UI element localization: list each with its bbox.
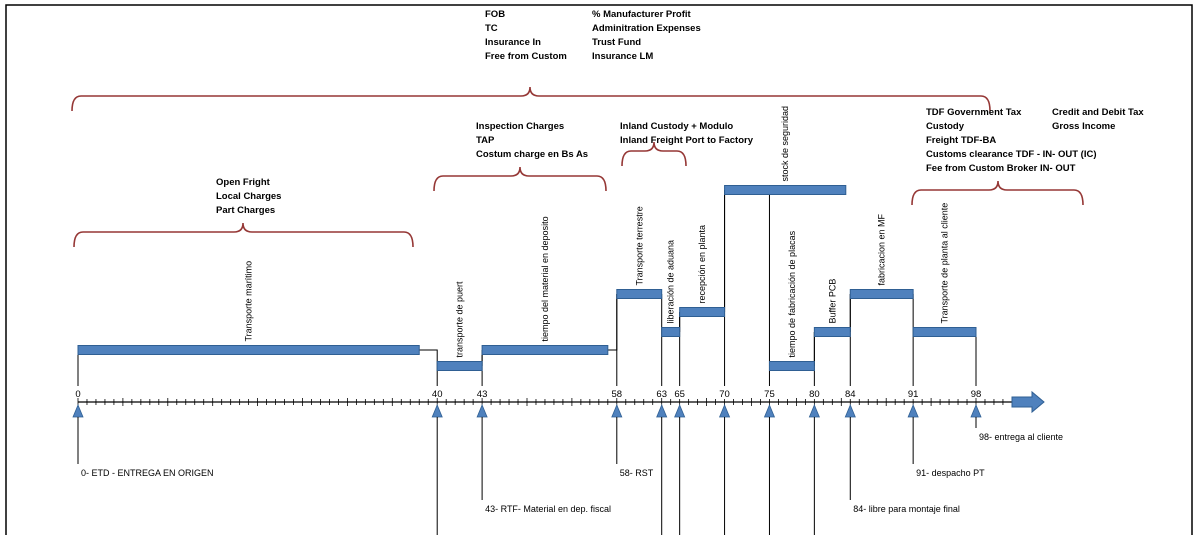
milestone-triangle-icon	[808, 403, 820, 418]
axis-tick-label: 0	[75, 389, 80, 400]
task-label: recepción en planta	[697, 225, 707, 304]
cost-item: TC	[485, 23, 498, 34]
task-label: transporte de puert	[455, 281, 465, 358]
cost-item: Gross Income	[1052, 121, 1115, 132]
milestone-triangle-icon	[907, 403, 919, 418]
cost-item: Trust Fund	[592, 37, 641, 48]
task-bar	[481, 345, 609, 355]
axis-tick-label: 43	[477, 389, 488, 400]
task-connector	[607, 294, 618, 351]
task-bar	[436, 361, 483, 371]
axis-tick-label: 80	[809, 389, 820, 400]
axis-tick-label: 91	[908, 389, 919, 400]
cost-item: Inland Freight Port to Factory	[620, 135, 754, 146]
task-label: Transporte terrestre	[634, 206, 644, 285]
task-bar	[77, 345, 420, 355]
milestone-triangle-icon	[656, 403, 668, 418]
brace-open-freight	[73, 222, 414, 248]
milestone-triangle-icon	[674, 403, 686, 418]
axis-tick-label: 98	[971, 389, 982, 400]
brace-inland	[621, 141, 687, 167]
cost-item: Inland Custody + Modulo	[620, 121, 733, 132]
cost-item: Free from Custom	[485, 51, 567, 62]
cost-item: Part Charges	[216, 205, 275, 216]
milestone-triangle-icon	[476, 403, 488, 418]
cost-item: Customs clearance TDF - IN- OUT (IC)	[926, 149, 1097, 160]
task-label: stock de seguridad	[780, 106, 790, 182]
axis-tick-label: 70	[719, 389, 730, 400]
milestone-label: 43- RTF- Material en dep. fiscal	[485, 504, 611, 514]
milestone-triangle-icon	[611, 403, 623, 418]
task-bar	[724, 185, 847, 195]
task-label: fabricacion en MF	[877, 213, 887, 285]
cost-item: Freight TDF-BA	[926, 135, 996, 146]
cost-item: TDF Government Tax	[926, 107, 1022, 118]
task-bar	[849, 289, 914, 299]
brace-inspection	[433, 166, 607, 192]
task-bar	[813, 327, 851, 337]
milestone-triangle-icon	[970, 403, 982, 418]
cost-item: Fee from Custom Broker IN- OUT	[926, 163, 1076, 174]
axis-tick-label: 84	[845, 389, 856, 400]
brace-top	[71, 86, 991, 112]
axis-tick-label: 63	[656, 389, 667, 400]
milestone-triangle-icon	[72, 403, 84, 418]
brace-tdf	[911, 180, 1084, 206]
milestone-triangle-icon	[763, 403, 776, 418]
axis-arrow-icon	[1011, 390, 1045, 414]
task-bar	[661, 327, 681, 337]
task-bar	[616, 289, 663, 299]
cost-item: Insurance LM	[592, 51, 653, 62]
axis-tick-label: 65	[674, 389, 685, 400]
task-connector	[419, 349, 438, 366]
axis-tick-label: 40	[432, 389, 443, 400]
task-label: Transporte marítimo	[244, 261, 254, 342]
cost-item: FOB	[485, 9, 505, 20]
milestone-triangle-icon	[844, 403, 856, 418]
task-connector	[768, 189, 846, 366]
cost-item: TAP	[476, 135, 495, 146]
cost-item: Costum charge en Bs As	[476, 149, 588, 160]
cost-item: Adminitration Expenses	[592, 23, 701, 34]
milestone-triangle-icon	[718, 403, 731, 418]
frame-border	[5, 4, 1193, 538]
task-label: Buffer PCB	[827, 279, 837, 324]
task-label: Transporte de planta al cliente	[940, 203, 950, 324]
task-label: liberación de aduana	[666, 240, 676, 324]
milestone-label: 84- libre para montaje final	[853, 504, 960, 514]
milestone-label: 58- RST	[620, 468, 654, 478]
axis-tick-label: 58	[612, 389, 623, 400]
cost-item: Custody	[926, 121, 965, 132]
milestone-label: 0- ETD - ENTREGA EN ORIGEN	[81, 468, 214, 478]
task-label: tiempo del material en deposito	[540, 216, 550, 341]
task-bar	[768, 361, 815, 371]
cost-item: Insurance In	[485, 37, 541, 48]
milestone-triangle-icon	[431, 403, 443, 418]
cost-item: Inspection Charges	[476, 121, 564, 132]
task-bar	[679, 307, 726, 317]
cost-item: % Manufacturer Profit	[592, 9, 692, 20]
cost-item: Local Charges	[216, 191, 281, 202]
cost-item: Credit and Debit Tax	[1052, 107, 1144, 118]
milestone-label: 91- despacho PT	[916, 468, 985, 478]
milestone-label: 98- entrega al cliente	[979, 432, 1063, 442]
axis-tick-label: 75	[764, 389, 775, 400]
task-bar	[912, 327, 977, 337]
task-label: tiempo de fabricación de placas	[787, 230, 797, 357]
cost-item: Open Fright	[216, 177, 271, 188]
